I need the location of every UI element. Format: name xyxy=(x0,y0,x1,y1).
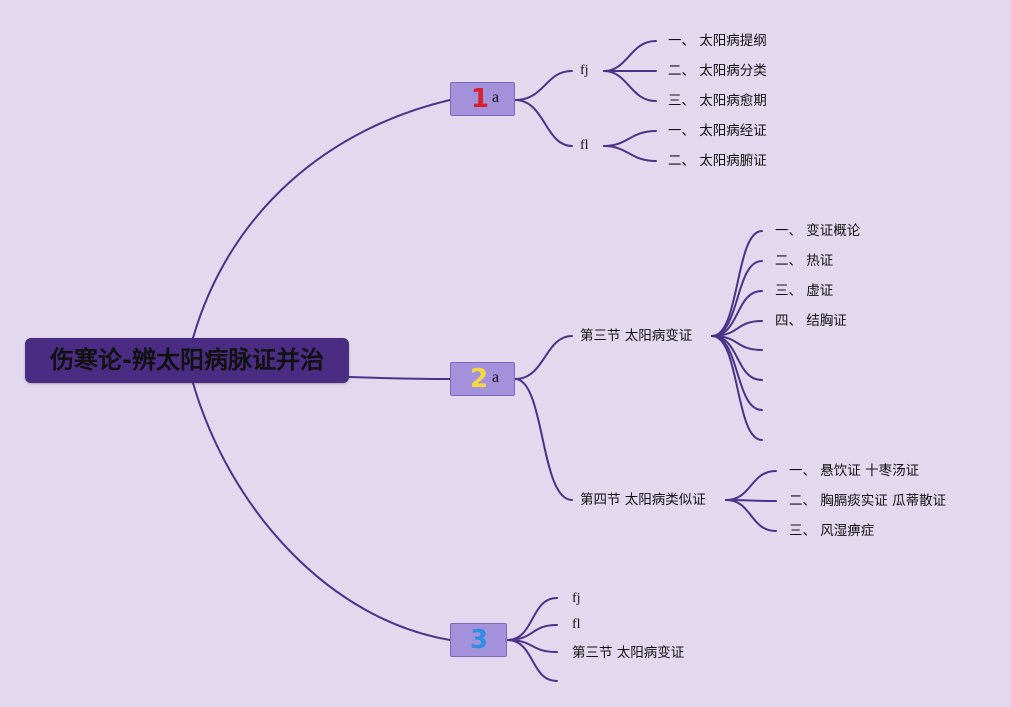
leaf-topic[interactable]: 一、 太阳病提纲 xyxy=(668,33,767,49)
branch-1-node[interactable]: 1 a xyxy=(450,82,515,116)
leaf-topic[interactable]: 四、 结胸证 xyxy=(775,313,847,329)
connector-sec3-item-8 xyxy=(711,335,763,441)
connector-fl-item-1 xyxy=(603,130,657,147)
connector-sec4-item-3 xyxy=(725,499,777,532)
subtopic-fj[interactable]: fj xyxy=(572,591,581,606)
leaf-topic[interactable]: 三、 太阳病愈期 xyxy=(668,93,767,109)
leaf-topic[interactable]: 二、 胸膈痰实证 瓜蒂散证 xyxy=(789,493,947,509)
subtopic-fl[interactable]: fl xyxy=(580,138,589,153)
subtopic-section-3[interactable]: 第三节 太阳病变证 xyxy=(580,328,693,344)
connector-fj-item-1 xyxy=(603,40,657,72)
branch-3-node[interactable]: 3 xyxy=(450,623,507,657)
connector-sec3-item-7 xyxy=(711,335,763,411)
connector-b3-child-4 xyxy=(506,639,558,682)
branch-2-node[interactable]: 2 a xyxy=(450,362,515,396)
leaf-topic[interactable]: 三、 风湿痹症 xyxy=(789,523,875,539)
subtopic-section-3[interactable]: 第三节 太阳病变证 xyxy=(572,645,685,661)
subtopic-fl[interactable]: fl xyxy=(572,617,581,632)
leaf-topic[interactable]: 三、 虚证 xyxy=(775,283,834,299)
connector-b1-fj xyxy=(514,70,573,101)
branch-1-number: 1 xyxy=(471,84,490,114)
subtopic-fj[interactable]: fj xyxy=(580,63,589,78)
subtopic-section-4[interactable]: 第四节 太阳病类似证 xyxy=(580,492,706,508)
leaf-topic[interactable]: 一、 悬饮证 十枣汤证 xyxy=(789,463,920,479)
connector-root-to-branch-1 xyxy=(192,99,451,339)
connector-fl-item-2 xyxy=(603,145,657,162)
connector-b2-sec4 xyxy=(514,378,573,501)
branch-1-suffix: a xyxy=(492,89,500,106)
connector-root-to-branch-2 xyxy=(348,376,451,380)
connector-sec3-item-1 xyxy=(711,230,763,337)
leaf-topic[interactable]: 二、 热证 xyxy=(775,253,834,269)
leaf-topic[interactable]: 一、 变证概论 xyxy=(775,223,861,239)
leaf-topic[interactable]: 一、 太阳病经证 xyxy=(668,123,767,139)
connector-b2-sec3 xyxy=(514,335,573,380)
connector-sec3-item-3 xyxy=(711,290,763,337)
root-topic[interactable]: 伤寒论-辨太阳病脉证并治 xyxy=(25,338,349,383)
leaf-topic[interactable]: 二、 太阳病分类 xyxy=(668,63,767,79)
leaf-topic[interactable]: 二、 太阳病腑证 xyxy=(668,153,767,169)
branch-2-suffix: a xyxy=(492,369,500,386)
branch-2-number: 2 xyxy=(470,364,489,394)
connector-root-to-branch-3 xyxy=(192,382,451,641)
connector-fj-item-3 xyxy=(603,70,657,102)
connector-sec4-item-1 xyxy=(725,470,777,501)
connector-b1-fl xyxy=(514,99,573,147)
connector-sec3-item-2 xyxy=(711,260,763,337)
branch-3-number: 3 xyxy=(470,625,489,655)
